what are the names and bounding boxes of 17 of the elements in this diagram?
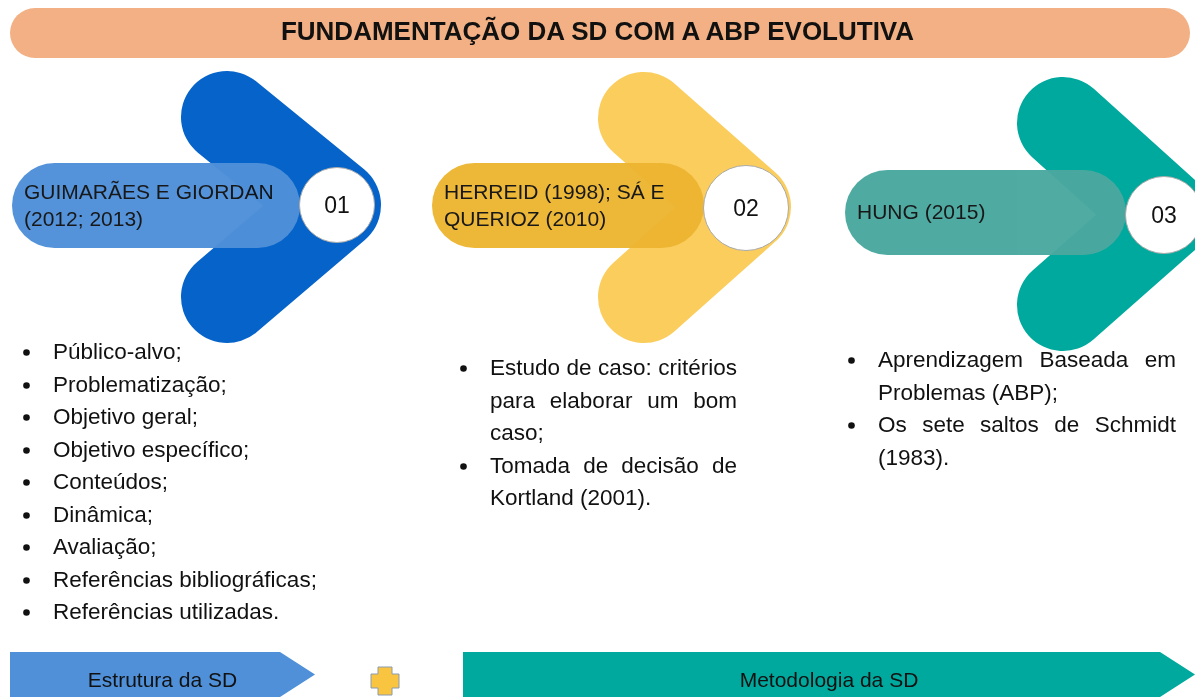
bullet-item: Estudo de caso: critérios para elaborar um bom caso; [490,354,737,447]
bullet-item: Referências utilizadas. [53,598,281,626]
bullet-item: Objetivo específico; [53,435,251,464]
author-pill: HUNG (2015) [845,170,1126,255]
bullet-item: Dinâmica; [53,500,155,529]
bullet-item: Objetivo geral; [53,403,200,431]
bullet-item: Os sete saltos de Schmidt (1983). [878,411,1176,472]
bullet-item: Público-alvo; [53,338,183,366]
bullet-item: Tomada de decisão de Kortland (2001). [490,451,737,512]
bullet-item: Avaliação; [53,533,158,561]
bullet-item: Referências bibliográficas; [53,565,318,594]
author-pill: HERREID (1998); SÁ E QUERIOZ (2010) [432,163,704,248]
bullet-item: Problematização; [53,370,228,399]
bullet-item: Conteúdos; [53,468,170,496]
author-pill: GUIMARÃES E GIORDAN (2012; 2013) [12,163,300,248]
bullet-item: Aprendizagem Baseada em Problemas (ABP); [878,346,1176,407]
title: FUNDAMENTAÇÃO DA SD COM A ABP EVOLUTIVA [279,16,916,47]
